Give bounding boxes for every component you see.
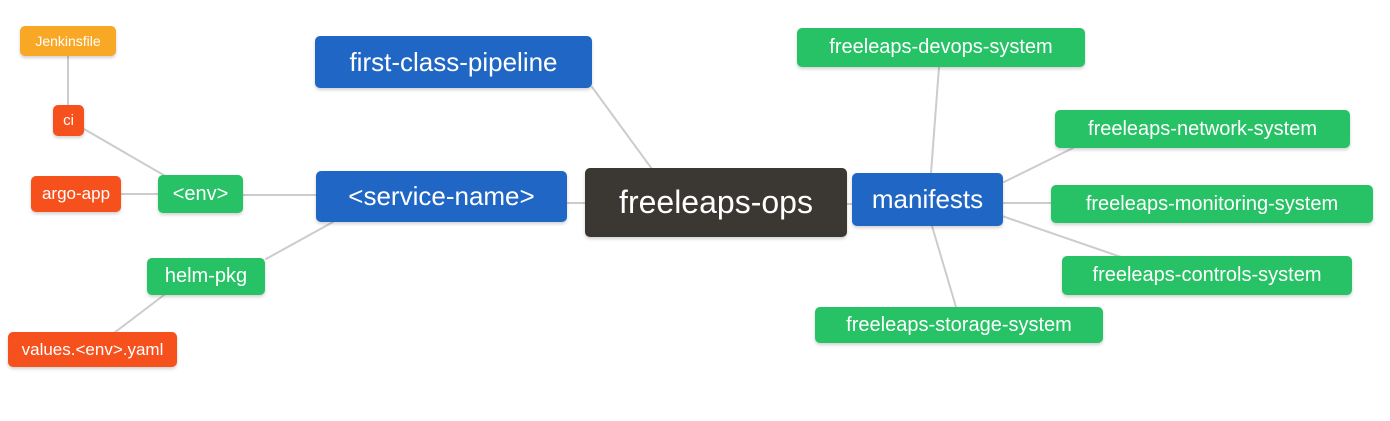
node-manifests[interactable]: manifests (852, 173, 1003, 226)
node-freeleaps-ops[interactable]: freeleaps-ops (585, 168, 847, 237)
node-freeleaps-controls-system[interactable]: freeleaps-controls-system (1062, 256, 1352, 295)
edge-helm-pkg--values-env-yaml (113, 294, 165, 334)
edge-first-class-pipeline--freeleaps-ops (591, 86, 653, 170)
node-env[interactable]: <env> (158, 175, 243, 213)
edge-manifests--freeleaps-network-system (1003, 147, 1074, 183)
node-argo-app[interactable]: argo-app (31, 176, 121, 212)
node-helm-pkg[interactable]: helm-pkg (147, 258, 265, 295)
node-freeleaps-devops-system[interactable]: freeleaps-devops-system (797, 28, 1085, 67)
edge-service-name--helm-pkg (265, 221, 334, 260)
node-freeleaps-storage-system[interactable]: freeleaps-storage-system (815, 307, 1103, 343)
edge-manifests--freeleaps-devops-system (930, 66, 940, 174)
node-first-class-pipeline[interactable]: first-class-pipeline (315, 36, 592, 88)
node-freeleaps-monitoring-system[interactable]: freeleaps-monitoring-system (1051, 185, 1373, 223)
node-jenkinsfile[interactable]: Jenkinsfile (20, 26, 116, 56)
node-ci[interactable]: ci (53, 105, 84, 136)
node-values-env-yaml[interactable]: values.<env>.yaml (8, 332, 177, 367)
node-freeleaps-network-system[interactable]: freeleaps-network-system (1055, 110, 1350, 148)
edge-manifests--freeleaps-storage-system (931, 225, 957, 308)
edge-ci--env (83, 128, 168, 178)
node-service-name[interactable]: <service-name> (316, 171, 567, 222)
